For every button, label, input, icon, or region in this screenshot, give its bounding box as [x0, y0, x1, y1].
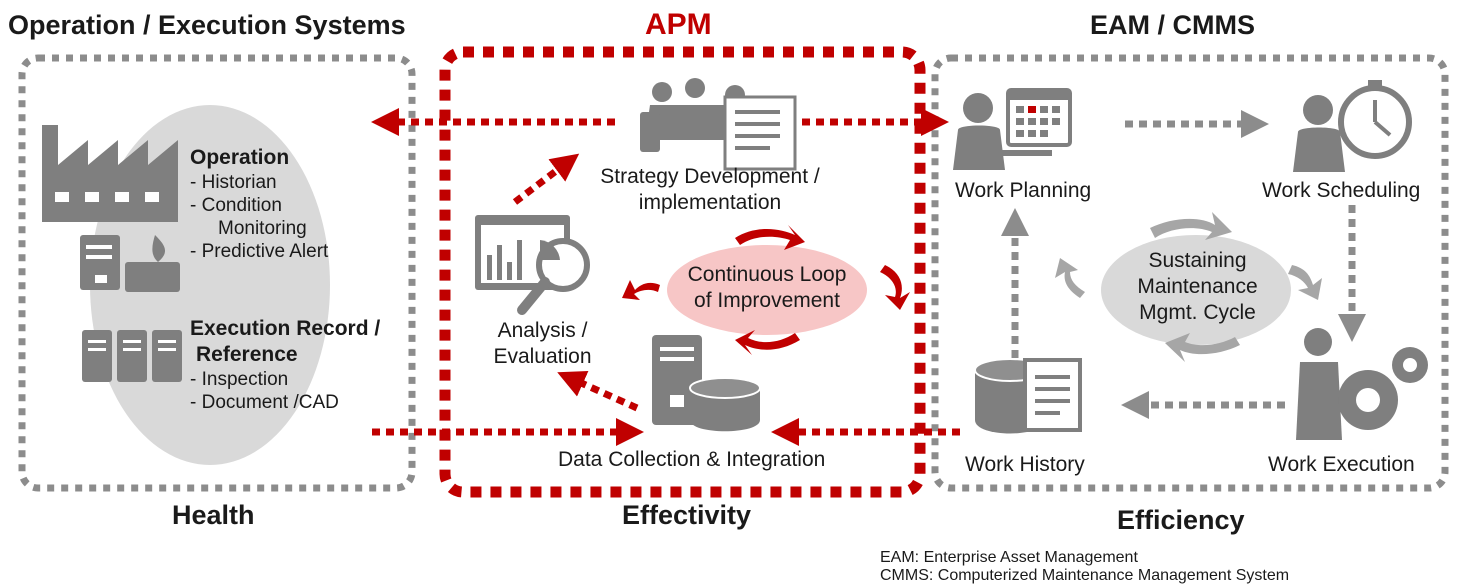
- health-label: Health: [172, 500, 255, 530]
- loop-label: Continuous Loop of Improvement: [667, 262, 867, 314]
- left-section-title: Operation / Execution Systems: [8, 10, 406, 40]
- loop-arrows: [622, 225, 910, 355]
- footnote-eam: EAM: Enterprise Asset Management: [880, 549, 1138, 566]
- factory-icon: [42, 125, 178, 222]
- data-collection-icon: [652, 335, 761, 432]
- strategy-label-line2: implementation: [638, 191, 782, 214]
- server-flame-icon: [80, 235, 180, 292]
- work-execution-label: Work Execution: [1268, 453, 1415, 476]
- apm-section-box: [439, 46, 926, 498]
- loop-ellipse: [667, 245, 867, 335]
- operation-item-monitoring: Monitoring: [218, 218, 307, 239]
- cycle-label: Sustaining Maintenance Mgmt. Cycle: [1110, 248, 1285, 326]
- work-scheduling-label: Work Scheduling: [1262, 179, 1421, 202]
- cycle-label-line3: Mgmt. Cycle: [1139, 301, 1256, 324]
- operation-item-historian: - Historian: [190, 172, 277, 193]
- right-section-title: EAM / CMMS: [1090, 10, 1255, 40]
- operation-item-condition: - Condition: [190, 195, 282, 216]
- loop-label-line1: Continuous Loop: [687, 263, 847, 286]
- analysis-label-line2: Evaluation: [493, 345, 592, 368]
- execution-heading-line2: Reference: [196, 343, 298, 366]
- strategy-label-line1: Strategy Development /: [600, 165, 820, 188]
- efficiency-label: Efficiency: [1117, 505, 1245, 535]
- strategy-meeting-icon: [640, 78, 797, 171]
- work-history-label: Work History: [965, 453, 1085, 476]
- operation-heading: Operation: [190, 146, 290, 169]
- execution-heading-line1: Execution Record /: [190, 317, 381, 340]
- work-history-icon: [974, 358, 1082, 434]
- analysis-icon: [475, 215, 590, 315]
- strategy-label: Strategy Development / implementation: [575, 164, 845, 216]
- work-execution-icon: [1296, 328, 1428, 440]
- cycle-label-line1: Sustaining: [1148, 249, 1247, 272]
- work-planning-label: Work Planning: [955, 179, 1092, 202]
- cabinet-icon: [82, 330, 182, 382]
- red-connectors: [371, 108, 960, 446]
- loop-label-line2: of Improvement: [694, 289, 840, 312]
- work-scheduling-icon: [1293, 80, 1412, 172]
- left-section-box: [18, 54, 416, 492]
- operation-item-predictive-alert: - Predictive Alert: [190, 241, 329, 262]
- execution-group: Execution Record / Reference - Inspectio…: [190, 316, 380, 414]
- apm-section-title: APM: [645, 8, 712, 41]
- data-collection-label: Data Collection & Integration: [558, 448, 826, 471]
- operation-group: Operation - Historian - Condition Monito…: [190, 145, 328, 263]
- footnote-cmms: CMMS: Computerized Maintenance Managemen…: [880, 567, 1290, 584]
- effectivity-label: Effectivity: [622, 500, 752, 530]
- analysis-label: Analysis / Evaluation: [470, 318, 615, 370]
- execution-item-inspection: - Inspection: [190, 369, 289, 390]
- work-planning-icon: [953, 88, 1072, 170]
- cycle-label-line2: Maintenance: [1137, 275, 1258, 298]
- execution-item-document: - Document /CAD: [190, 392, 339, 413]
- analysis-label-line1: Analysis /: [497, 319, 588, 342]
- cycle-ellipse: [1101, 235, 1291, 345]
- gray-connectors: [1001, 110, 1366, 419]
- right-section-box: [931, 54, 1449, 492]
- cycle-arrows: [1055, 212, 1322, 362]
